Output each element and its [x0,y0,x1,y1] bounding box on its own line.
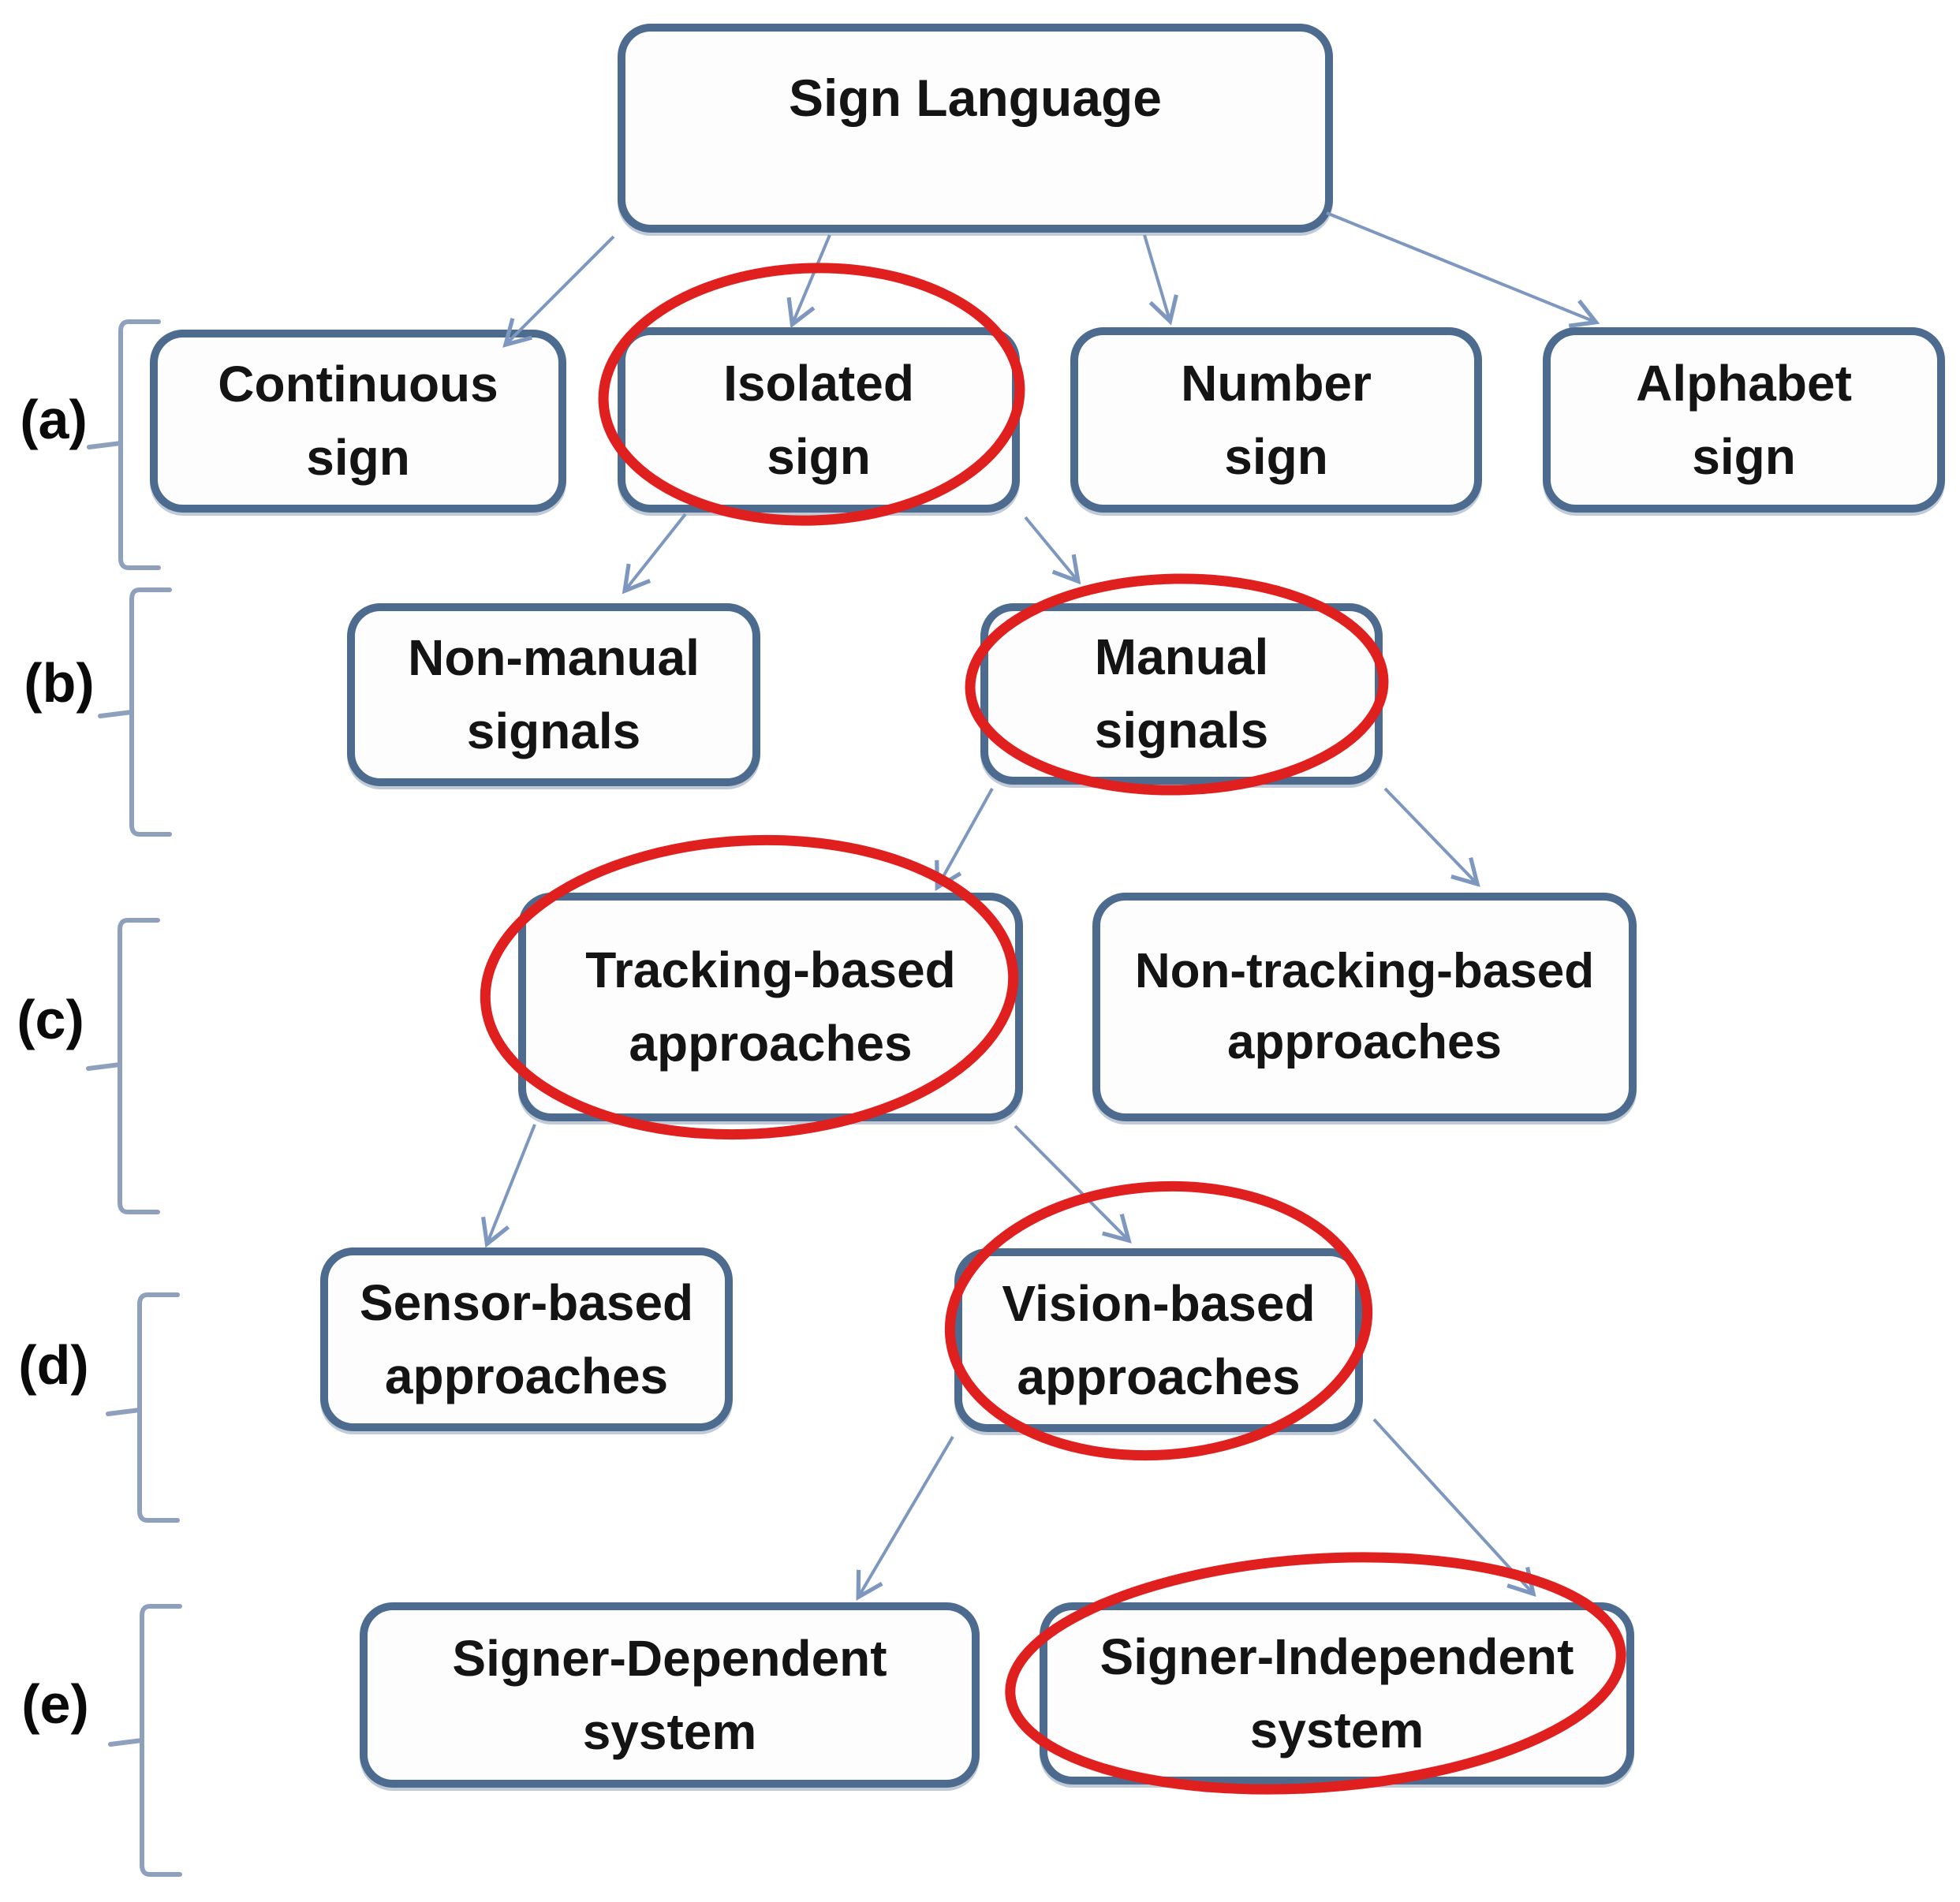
node-label: Number sign [1181,354,1372,485]
arrow-vision-to-signer-dependent [856,1435,954,1601]
arrow-isolated-to-non-manual [622,513,687,595]
node-label: Non-tracking-based approaches [1134,944,1595,1069]
level-bracket-d [106,1292,180,1523]
level-label-a: (a) [20,389,88,450]
node-isolated-sign: Isolated sign [618,327,1020,513]
node-non-manual-signals: Non-manual signals [347,603,760,786]
level-label-b: (b) [24,652,95,714]
node-label: Sign Language [788,68,1163,127]
node-label: Manual signals [1094,628,1269,759]
level-label-e: (e) [21,1673,89,1735]
level-label-d: (d) [18,1334,89,1396]
node-vision-based-approaches: Vision-based approaches [954,1248,1363,1432]
node-sign-language: Sign Language [618,24,1333,233]
node-signer-independent-system: Signer-Independent system [1040,1602,1634,1785]
arrow-root-to-continuous-sign [502,235,615,348]
node-label: Alphabet sign [1636,354,1852,485]
arrow-vision-to-signer-independent [1372,1418,1536,1598]
node-label: Signer-Dependent system [452,1629,887,1760]
arrow-manual-to-tracking [935,788,994,891]
level-bracket-a [87,319,161,570]
node-continuous-sign: Continuous sign [150,330,566,513]
arrow-root-to-number-sign [1143,234,1178,326]
arrow-manual-to-non-tracking [1383,787,1480,887]
node-sensor-based-approaches: Sensor-based approaches [320,1247,733,1431]
arrow-root-to-isolated-sign [786,234,831,329]
arrow-isolated-to-manual [1024,516,1081,585]
node-label: Vision-based approaches [1002,1274,1316,1405]
node-tracking-based-approaches: Tracking-based approaches [518,893,1023,1121]
node-non-tracking-based-approaches: Non-tracking-based approaches [1092,893,1637,1121]
node-signer-dependent-system: Signer-Dependent system [360,1602,980,1788]
node-label: Continuous sign [218,356,498,486]
level-bracket-c [86,918,160,1214]
node-label: Tracking-based approaches [585,942,956,1072]
node-label: Non-manual signals [408,629,700,759]
level-label-c: (c) [17,989,84,1050]
node-label: Isolated sign [723,354,914,485]
node-alphabet-sign: Alphabet sign [1543,327,1945,513]
level-bracket-e [108,1604,182,1877]
level-bracket-b [98,587,172,837]
node-manual-signals: Manual signals [980,603,1383,785]
arrow-root-to-alphabet-sign [1326,211,1600,328]
node-number-sign: Number sign [1070,327,1482,513]
arrow-tracking-to-vision [1014,1124,1132,1244]
node-label: Signer-Independent system [1099,1628,1574,1758]
arrow-tracking-to-sensor [481,1124,536,1248]
node-label: Sensor-based approaches [359,1274,694,1404]
